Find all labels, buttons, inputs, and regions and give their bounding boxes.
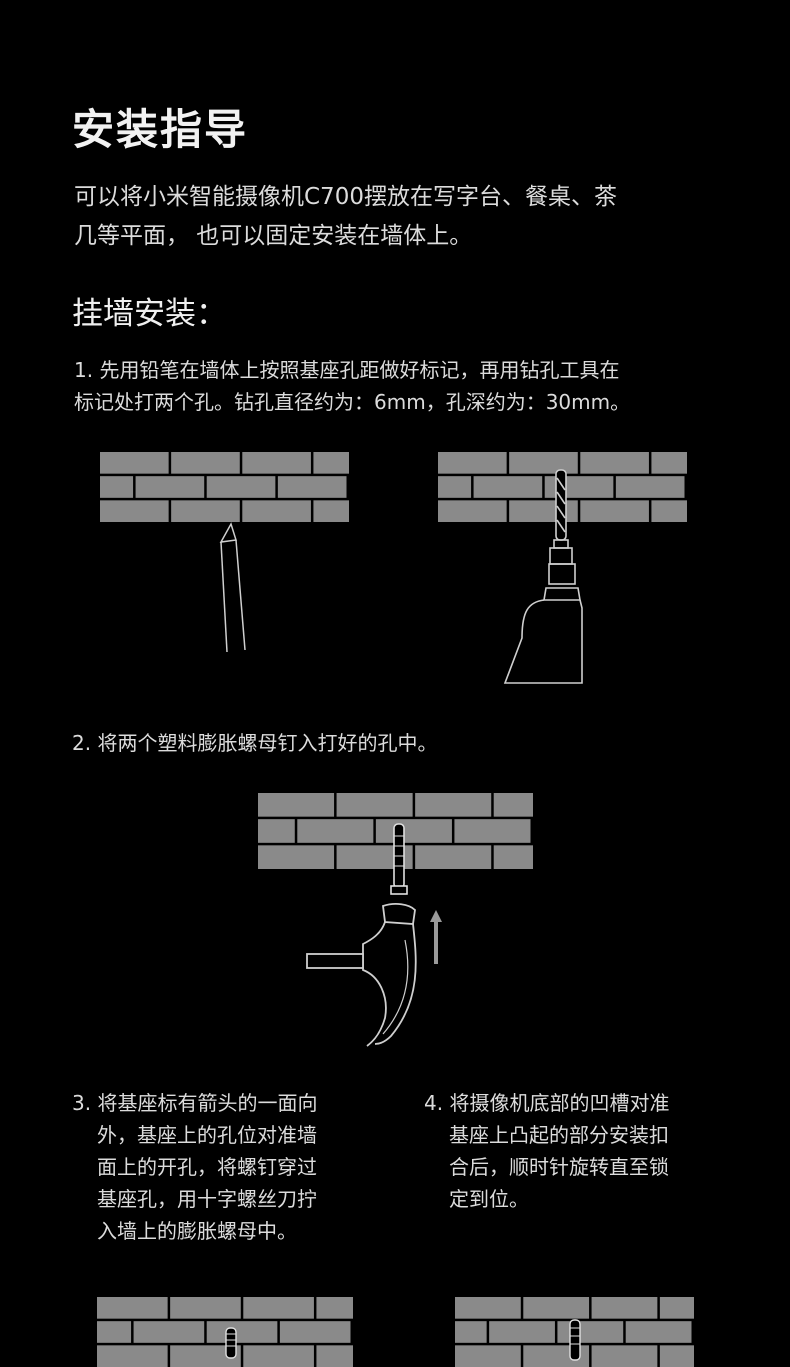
step-3-line-3: 面上的开孔，将螺钉穿过 — [97, 1155, 317, 1179]
brick — [509, 452, 578, 474]
brick — [473, 476, 543, 498]
brick — [651, 500, 687, 522]
brick — [455, 1321, 487, 1343]
brick — [438, 500, 507, 522]
step-1-line-1: 1. 先用铅笔在墙体上按照基座孔距做好标记，再用钻孔工具在 — [74, 358, 620, 382]
step-4-line-3: 合后，顺时针旋转直至锁 — [449, 1155, 669, 1179]
brick — [580, 500, 649, 522]
brick — [100, 500, 169, 522]
brick — [258, 793, 335, 817]
brick — [97, 1321, 132, 1343]
step-1-line-2: 标记处打两个孔。钻孔直径约为：6mm，孔深约为：30mm。 — [74, 390, 631, 414]
brick — [415, 845, 492, 869]
step-4-line-1: 4. 将摄像机底部的凹槽对准 — [424, 1091, 670, 1115]
brick — [489, 1321, 555, 1343]
intro-paragraph: 可以将小米智能摄像机C700摆放在写字台、餐桌、茶 几等平面， 也可以固定安装在… — [74, 178, 724, 256]
step-2-text: 2. 将两个塑料膨胀螺母钉入打好的孔中。 — [72, 727, 712, 759]
brick — [133, 1321, 205, 1343]
brick — [438, 476, 472, 498]
brick — [206, 476, 276, 498]
pencil-icon — [219, 522, 246, 653]
step-3-line-5: 入墙上的膨胀螺母中。 — [97, 1219, 297, 1243]
up-arrow-icon — [430, 910, 442, 964]
brick — [170, 1297, 241, 1319]
brick — [97, 1297, 168, 1319]
screw-icon — [225, 1327, 237, 1359]
step-4-line-4: 定到位。 — [449, 1187, 529, 1211]
brick — [258, 819, 295, 843]
brick — [100, 452, 169, 474]
brick — [313, 452, 349, 474]
brick — [258, 845, 335, 869]
brick — [206, 1321, 278, 1343]
brick — [659, 1297, 694, 1319]
brick — [135, 476, 205, 498]
brick — [243, 1297, 314, 1319]
brick-wall-icon — [100, 452, 349, 522]
step-1-text: 1. 先用铅笔在墙体上按照基座孔距做好标记，再用钻孔工具在 标记处打两个孔。钻孔… — [74, 354, 714, 418]
intro-line-2: 几等平面， 也可以固定安装在墙体上。 — [74, 223, 473, 249]
step-3-line-1: 3. 将基座标有箭头的一面向 — [72, 1091, 318, 1115]
brick — [242, 452, 311, 474]
intro-line-1: 可以将小米智能摄像机C700摆放在写字台、餐桌、茶 — [74, 184, 617, 210]
brick — [651, 452, 687, 474]
brick — [493, 845, 533, 869]
drill-icon — [503, 469, 583, 684]
brick — [279, 1321, 351, 1343]
brick — [171, 452, 240, 474]
brick — [415, 793, 492, 817]
brick — [297, 819, 374, 843]
brick — [455, 1297, 521, 1319]
step-4-line-2: 基座上凸起的部分安装扣 — [449, 1123, 669, 1147]
brick — [336, 793, 413, 817]
hammer-icon — [306, 903, 417, 1047]
section-title: 挂墙安装： — [72, 296, 227, 332]
brick — [100, 476, 134, 498]
brick — [277, 476, 347, 498]
page-title: 安装指导 — [72, 105, 249, 154]
brick — [242, 500, 311, 522]
screw-icon — [569, 1319, 581, 1361]
step-3-text: 3. 将基座标有箭头的一面向 外，基座上的孔位对准墙 面上的开孔，将螺钉穿过 基… — [72, 1087, 362, 1247]
step-4-text: 4. 将摄像机底部的凹槽对准 基座上凸起的部分安装扣 合后，顺时针旋转直至锁 定… — [424, 1087, 714, 1215]
brick — [316, 1297, 353, 1319]
wall-anchor-icon — [390, 823, 408, 895]
brick — [580, 452, 649, 474]
step-3-line-2: 外，基座上的孔位对准墙 — [97, 1123, 317, 1147]
brick — [171, 500, 240, 522]
step-3-line-4: 基座孔，用十字螺丝刀拧 — [97, 1187, 317, 1211]
brick — [591, 1297, 658, 1319]
brick — [313, 500, 349, 522]
brick — [625, 1321, 692, 1343]
step-2-line-1: 2. 将两个塑料膨胀螺母钉入打好的孔中。 — [72, 731, 438, 755]
brick — [523, 1297, 590, 1319]
brick — [615, 476, 685, 498]
brick — [438, 452, 507, 474]
brick — [493, 793, 533, 817]
brick — [454, 819, 531, 843]
